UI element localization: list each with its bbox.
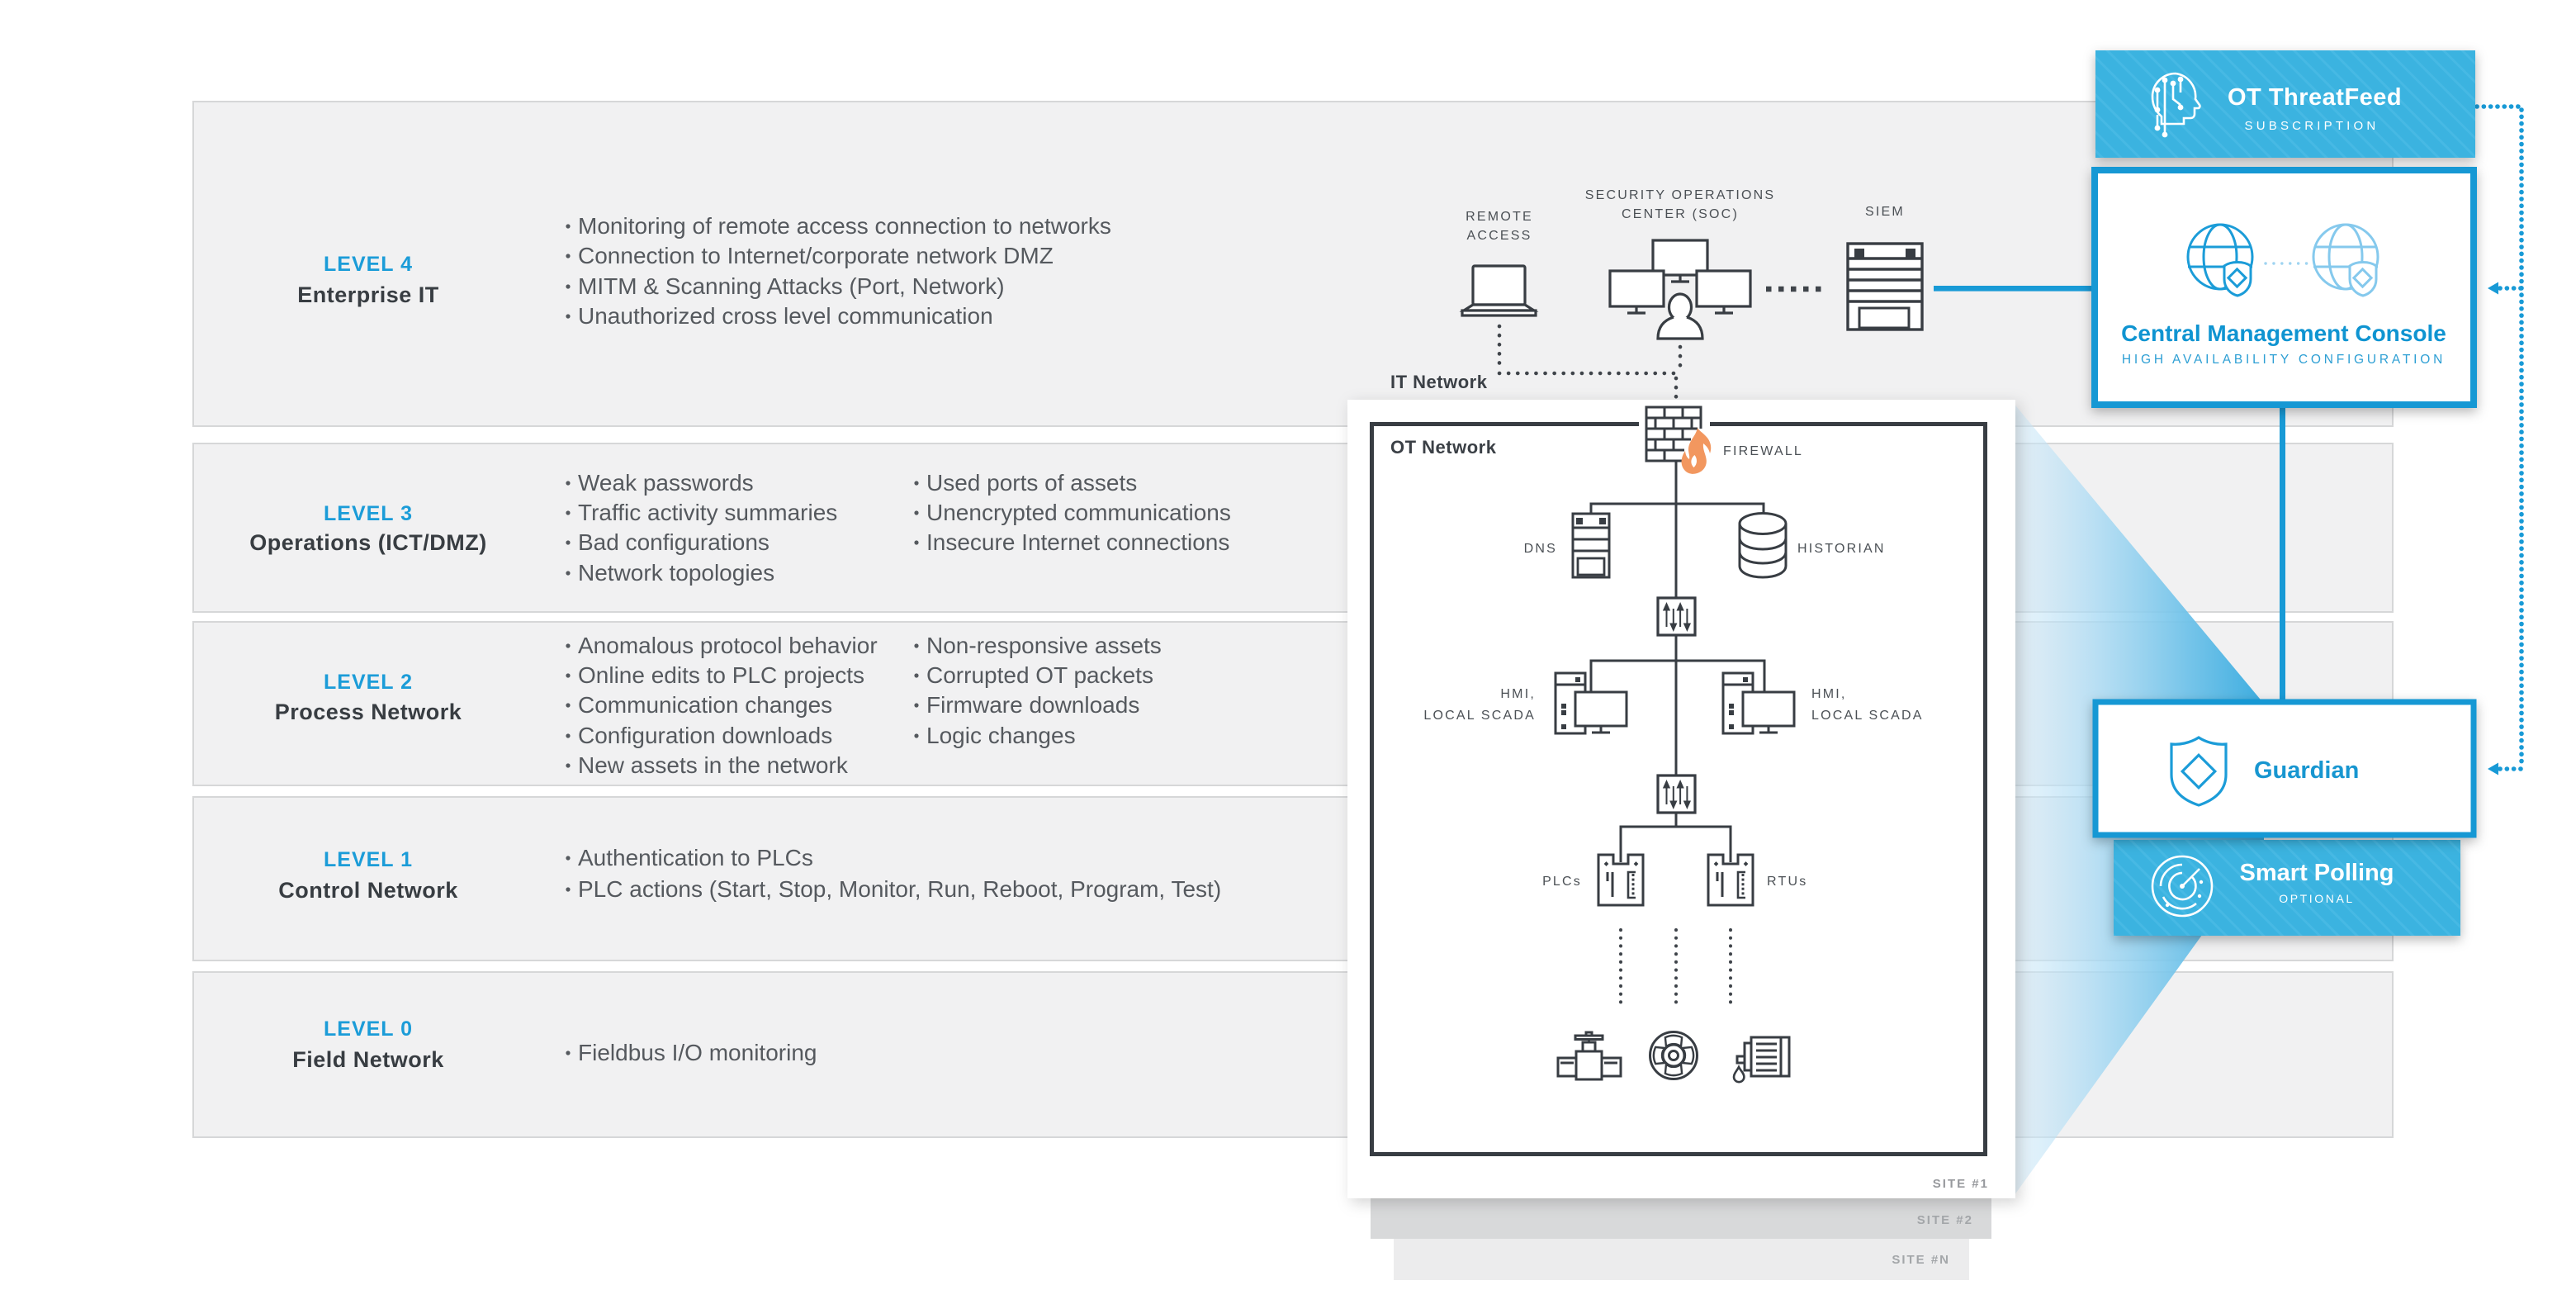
svg-text:Used ports of assets: Used ports of assets xyxy=(926,470,1137,496)
svg-text:PLC actions (Start, Stop, Moni: PLC actions (Start, Stop, Monitor, Run, … xyxy=(578,876,1221,902)
svg-text:Traffic activity summaries: Traffic activity summaries xyxy=(578,500,837,525)
svg-text:Process Network: Process Network xyxy=(275,700,462,724)
svg-text:Connection to Internet/corpora: Connection to Internet/corporate network… xyxy=(578,243,1054,268)
svg-text:SITE #N: SITE #N xyxy=(1892,1253,1950,1267)
svg-text:DNS: DNS xyxy=(1524,542,1557,556)
svg-text:Non-responsive assets: Non-responsive assets xyxy=(926,633,1162,658)
svg-text:HMI,: HMI, xyxy=(1500,687,1536,701)
svg-text:Corrupted OT packets: Corrupted OT packets xyxy=(926,662,1153,688)
svg-text:RTUs: RTUs xyxy=(1767,875,1807,889)
svg-text:LEVEL 3: LEVEL 3 xyxy=(324,502,413,525)
svg-text:CENTER (SOC): CENTER (SOC) xyxy=(1622,207,1739,221)
svg-text:Bad configurations: Bad configurations xyxy=(578,529,769,555)
svg-text:LEVEL 1: LEVEL 1 xyxy=(324,848,413,871)
svg-text:LEVEL 0: LEVEL 0 xyxy=(324,1017,413,1041)
svg-text:HMI,: HMI, xyxy=(1811,687,1847,701)
svg-text:Smart Polling: Smart Polling xyxy=(2240,860,2394,886)
svg-text:IT Network: IT Network xyxy=(1390,372,1488,392)
svg-text:Online edits to PLC projects: Online edits to PLC projects xyxy=(578,662,864,688)
svg-text:New assets in the network: New assets in the network xyxy=(578,752,849,778)
svg-text:SITE #1: SITE #1 xyxy=(1933,1177,1989,1191)
svg-text:Enterprise IT: Enterprise IT xyxy=(297,282,439,307)
svg-text:OT ThreatFeed: OT ThreatFeed xyxy=(2228,84,2402,111)
svg-text:OT Network: OT Network xyxy=(1390,437,1497,458)
svg-text:SITE #2: SITE #2 xyxy=(1917,1213,1973,1227)
svg-text:Communication changes: Communication changes xyxy=(578,692,832,718)
svg-text:FIREWALL: FIREWALL xyxy=(1723,444,1803,458)
svg-text:LOCAL SCADA: LOCAL SCADA xyxy=(1811,709,1924,723)
svg-text:Central Management Console: Central Management Console xyxy=(2121,320,2446,346)
svg-text:HISTORIAN: HISTORIAN xyxy=(1797,542,1886,556)
svg-text:Unauthorized cross level commu: Unauthorized cross level communication xyxy=(578,303,993,329)
svg-text:PLCs: PLCs xyxy=(1542,875,1582,889)
svg-text:ACCESS: ACCESS xyxy=(1467,229,1532,243)
svg-text:LOCAL SCADA: LOCAL SCADA xyxy=(1423,709,1536,723)
svg-text:Network topologies: Network topologies xyxy=(578,560,774,586)
svg-text:Weak passwords: Weak passwords xyxy=(578,470,754,496)
svg-text:Logic changes: Logic changes xyxy=(926,723,1076,748)
svg-text:MITM & Scanning Attacks (Port,: MITM & Scanning Attacks (Port, Network) xyxy=(578,273,1005,299)
svg-text:LEVEL 2: LEVEL 2 xyxy=(324,671,413,694)
svg-text:OPTIONAL: OPTIONAL xyxy=(2279,892,2355,905)
svg-text:Control Network: Control Network xyxy=(278,878,458,903)
svg-text:Field Network: Field Network xyxy=(292,1047,444,1072)
svg-text:SECURITY OPERATIONS: SECURITY OPERATIONS xyxy=(1585,188,1776,202)
svg-text:Anomalous protocol behavior: Anomalous protocol behavior xyxy=(578,633,878,658)
svg-text:Guardian: Guardian xyxy=(2254,757,2359,784)
svg-text:SUBSCRIPTION: SUBSCRIPTION xyxy=(2245,119,2379,133)
svg-text:Unencrypted communications: Unencrypted communications xyxy=(926,500,1231,525)
svg-text:REMOTE: REMOTE xyxy=(1466,210,1533,224)
svg-text:Operations (ICT/DMZ): Operations (ICT/DMZ) xyxy=(249,530,487,555)
svg-text:Insecure Internet connections: Insecure Internet connections xyxy=(926,529,1229,555)
svg-text:Firmware downloads: Firmware downloads xyxy=(926,692,1139,718)
svg-text:Configuration downloads: Configuration downloads xyxy=(578,723,832,748)
svg-text:LEVEL 4: LEVEL 4 xyxy=(324,253,413,276)
svg-text:HIGH AVAILABILITY CONFIGURATIO: HIGH AVAILABILITY CONFIGURATION xyxy=(2122,353,2446,367)
svg-text:Fieldbus I/O monitoring: Fieldbus I/O monitoring xyxy=(578,1040,817,1065)
svg-text:Monitoring of remote access co: Monitoring of remote access connection t… xyxy=(578,213,1111,239)
svg-text:Authentication to PLCs: Authentication to PLCs xyxy=(578,845,813,870)
svg-text:SIEM: SIEM xyxy=(1865,205,1905,219)
